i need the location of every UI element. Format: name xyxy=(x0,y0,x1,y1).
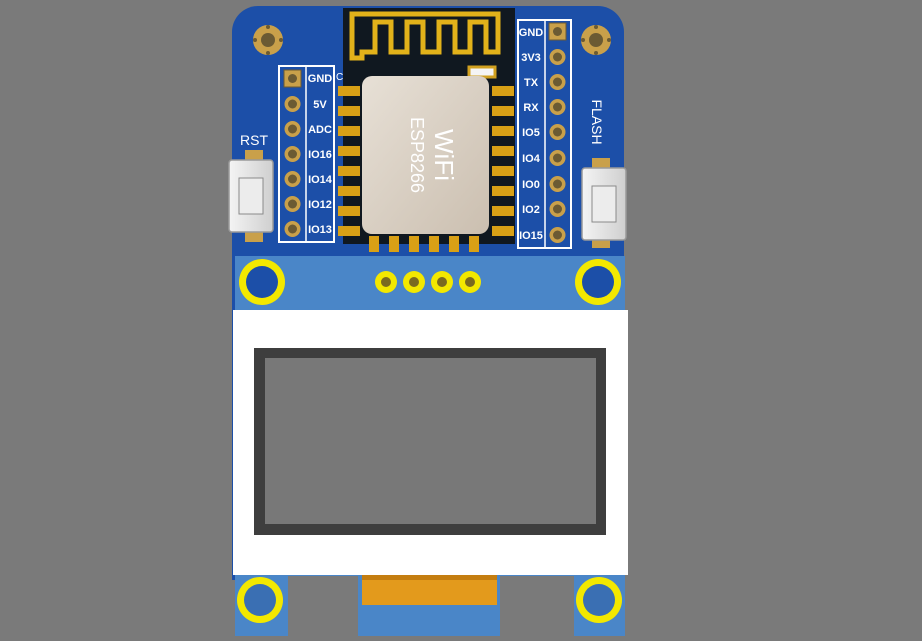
right-header-pins xyxy=(548,22,567,243)
pin-label-left-2: ADC xyxy=(308,124,332,136)
oled-hole-top-left xyxy=(239,259,285,305)
left-header-pins xyxy=(283,69,302,237)
oled-pin-header xyxy=(375,271,481,293)
flash-label: FLASH xyxy=(589,99,605,144)
flash-button[interactable] xyxy=(581,158,627,248)
left-header-labels: GND 5V ADC IO16 IO14 IO12 IO13 xyxy=(308,73,333,236)
pin-label-right-3: RX xyxy=(523,102,539,114)
right-header-labels: GND 3V3 TX RX IO5 IO4 IO0 IO2 IO15 xyxy=(519,27,544,242)
left-pin-corner-label: C xyxy=(336,72,343,83)
module-pads-left xyxy=(338,86,360,236)
pin-label-right-5: IO4 xyxy=(522,153,541,165)
oled-hole-bottom-right xyxy=(576,577,622,623)
rst-label: RST xyxy=(240,132,268,148)
pin-label-right-4: IO5 xyxy=(522,127,540,139)
oled-screen xyxy=(265,358,596,524)
pin-label-left-0: GND xyxy=(308,73,333,85)
module-brand-text: WiFi xyxy=(429,129,459,181)
rst-button[interactable] xyxy=(228,150,274,242)
pin-label-left-3: IO16 xyxy=(308,149,332,161)
oled-hole-top-right xyxy=(575,259,621,305)
smd-led xyxy=(467,65,497,79)
pin-label-right-0: GND xyxy=(519,27,544,39)
module-pads-bottom xyxy=(369,236,479,252)
esp-module-shield xyxy=(362,76,489,234)
pin-label-right-8: IO15 xyxy=(519,230,543,242)
mount-hole-top-left xyxy=(253,25,283,55)
pin-label-right-7: IO2 xyxy=(522,204,540,216)
pin-label-left-6: IO13 xyxy=(308,224,332,236)
module-pads-right xyxy=(492,86,514,236)
mount-hole-top-right xyxy=(581,25,611,55)
antenna-trace xyxy=(349,11,501,61)
pin-label-right-6: IO0 xyxy=(522,179,540,191)
pin-label-left-4: IO14 xyxy=(308,174,333,186)
pin-label-left-1: 5V xyxy=(313,99,327,111)
pin-label-right-2: TX xyxy=(524,77,539,89)
oled-hole-bottom-left xyxy=(237,577,283,623)
pin-label-right-1: 3V3 xyxy=(521,52,541,64)
module-model-text: ESP8266 xyxy=(407,117,427,193)
pin-label-left-5: IO12 xyxy=(308,199,332,211)
